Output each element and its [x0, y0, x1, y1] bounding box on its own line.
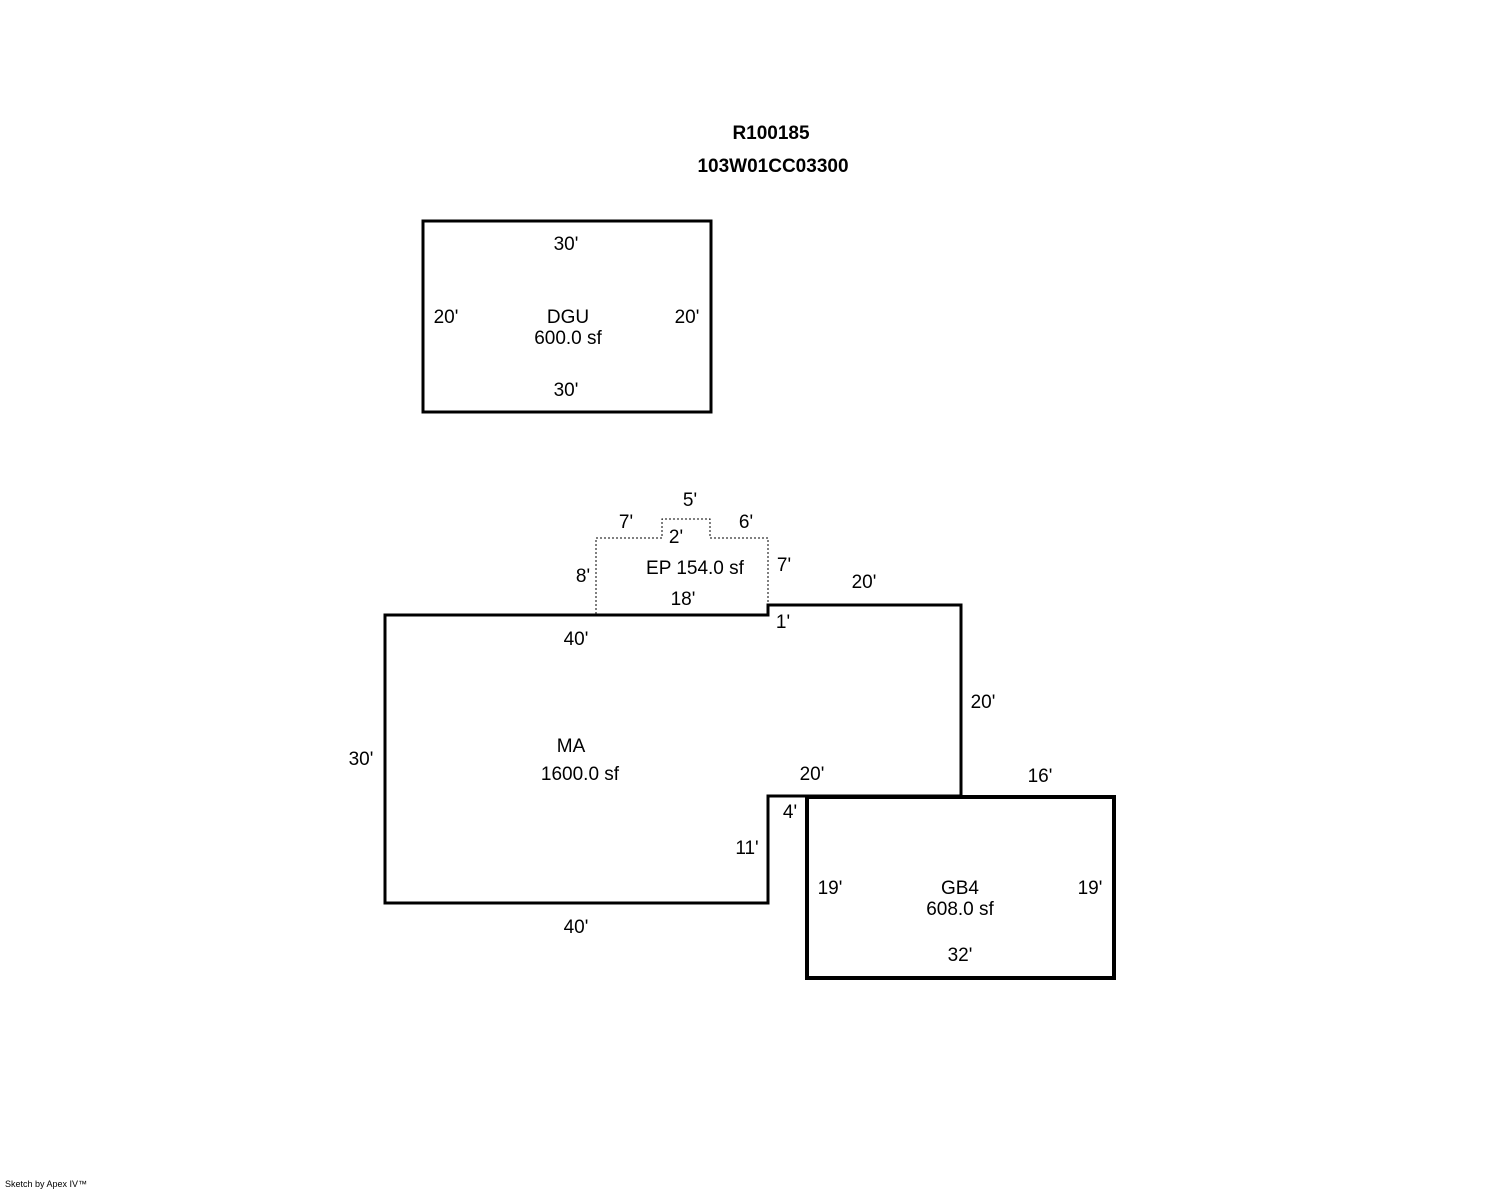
- map-tax-lot: 103W01CC03300: [697, 156, 848, 177]
- dgu-code: DGU: [547, 307, 589, 328]
- ma-dim-bottom: 40': [564, 917, 589, 938]
- gb4-dim-bottom: 32': [948, 945, 973, 966]
- ep-dim-top-right: 6': [739, 512, 753, 533]
- dgu-outline: [421, 219, 713, 414]
- ep-dim-step: 2': [669, 527, 683, 548]
- ep-dim-top-mid: 5': [683, 490, 697, 511]
- dgu-dim-top: 30': [554, 234, 579, 255]
- ma-dim-inner-top: 20': [800, 764, 825, 785]
- ep-dim-top-left: 7': [619, 512, 633, 533]
- ep-dim-base: 18': [671, 589, 696, 610]
- ep-dim-left: 8': [576, 566, 590, 587]
- dgu-dim-left: 20': [434, 307, 459, 328]
- gb4-code: GB4: [941, 878, 979, 899]
- dgu-dim-bottom: 30': [554, 380, 579, 401]
- ep-dim-right: 7': [777, 555, 791, 576]
- dgu-area: 600.0 sf: [534, 328, 602, 349]
- ma-dim-top: 40': [564, 629, 589, 650]
- dgu-dim-right: 20': [675, 307, 700, 328]
- gb4-dim-left: 19': [818, 878, 843, 899]
- ma-dim-inner-right: 11': [735, 838, 758, 859]
- ma-dim-upper-top: 20': [852, 572, 877, 593]
- ma-area: 1600.0 sf: [541, 764, 620, 785]
- ma-dim-left: 30': [349, 749, 374, 770]
- gb4-dim-top: 16': [1028, 766, 1053, 787]
- ma-code: MA: [557, 736, 586, 757]
- account-number: R100185: [732, 123, 810, 144]
- ma-dim-notch: 1': [776, 612, 790, 633]
- gb4-outline: [805, 795, 1116, 980]
- ma-dim-upper-right: 20': [971, 692, 996, 713]
- gb4-dim-right: 19': [1078, 878, 1103, 899]
- footer-credit: Sketch by Apex IV™: [5, 1179, 87, 1189]
- ep-label: EP 154.0 sf: [646, 558, 745, 579]
- ma-dim-inner-step: 4': [783, 802, 797, 823]
- gb4-area: 608.0 sf: [926, 899, 994, 920]
- ep-outline: [595, 518, 769, 614]
- ma-outline: [383, 603, 963, 905]
